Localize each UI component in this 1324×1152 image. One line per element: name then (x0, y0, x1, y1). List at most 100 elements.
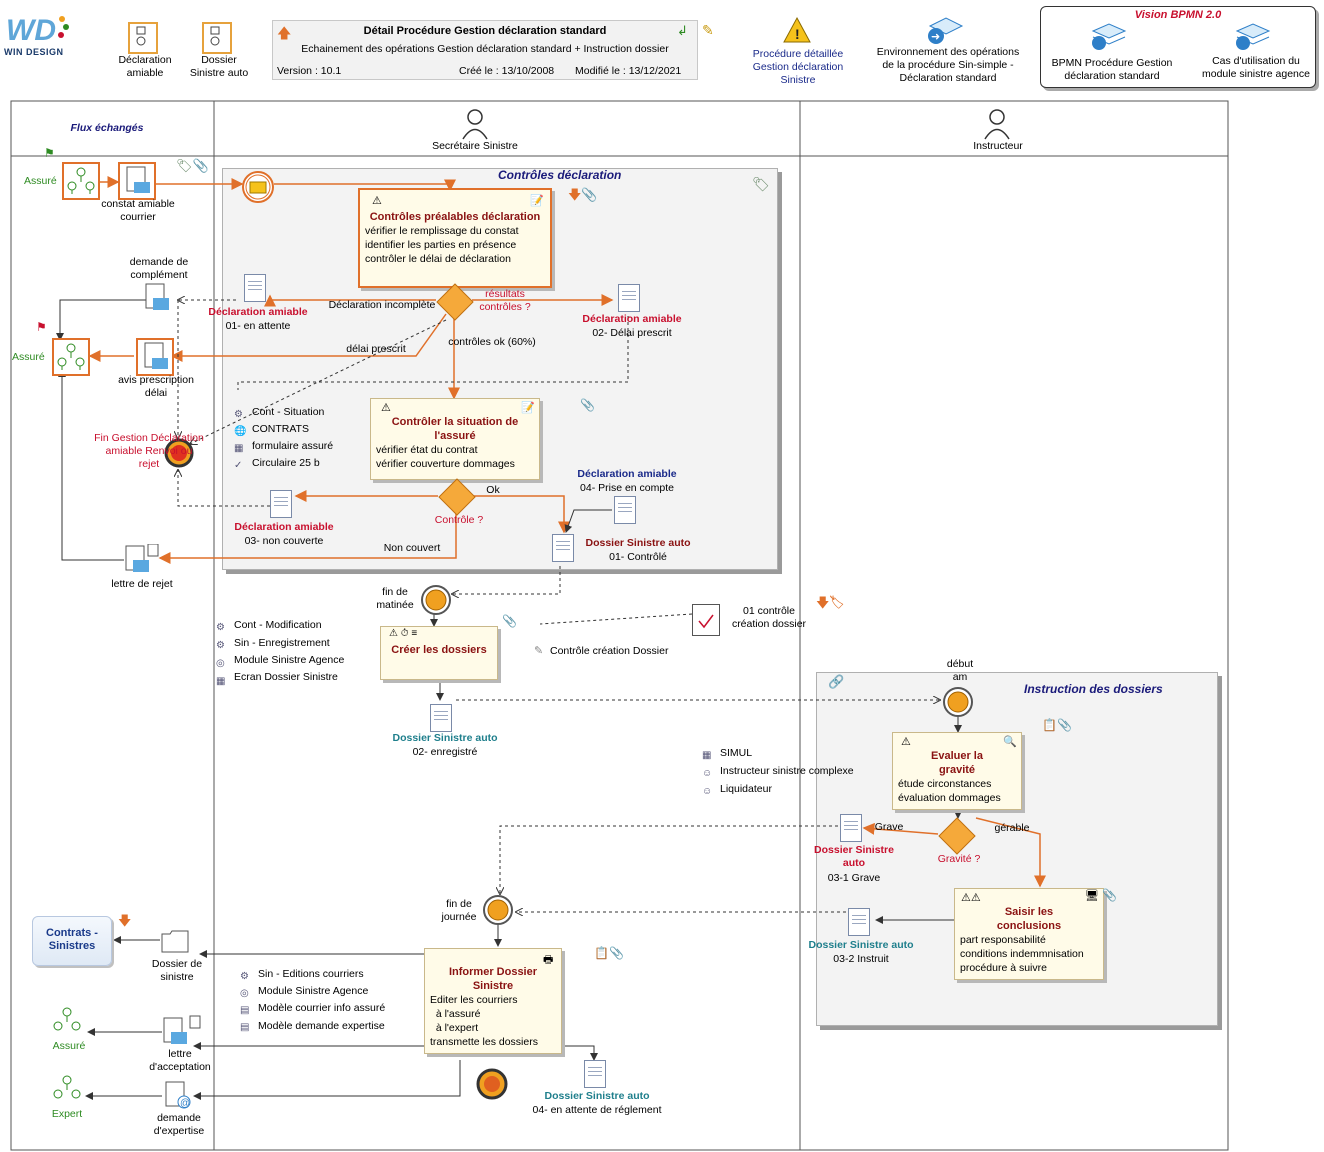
clipboard-attach-icon[interactable]: 📋📎 (594, 946, 624, 960)
doc-ds031[interactable] (840, 814, 862, 842)
demande-expertise-message[interactable]: @ (164, 1080, 194, 1112)
return-arrow-icon[interactable]: ↲ (677, 23, 688, 38)
lettre-acceptation-message[interactable] (162, 1014, 206, 1050)
lane-instructeur-title: Instructeur (973, 140, 1023, 152)
clipboard-attach-icon[interactable]: 📋📎 (1042, 718, 1072, 732)
checklist-icon[interactable]: 📝 (521, 402, 535, 414)
vision-bpmn-box: Vision BPMN 2.0 BPMN Procédure Gestion d… (1040, 6, 1316, 88)
doc-ds032[interactable] (848, 908, 870, 936)
link-declaration[interactable]: Déclaration amiable (118, 54, 172, 79)
end-flag-icon: ⚑ (36, 320, 47, 334)
link-bpmn-procedure[interactable]: BPMN Procédure Gestion déclaration stand… (1051, 57, 1173, 82)
timer-fin-journee[interactable] (482, 894, 514, 929)
ds02-state: 02- enregistré (412, 746, 478, 758)
task-creer-dossiers[interactable]: ⚠ ⏱ ≡ Créer les dossiers (380, 626, 498, 680)
doc-da02[interactable] (618, 284, 640, 312)
task-informer[interactable]: 🖶 Informer Dossier Sinistre Editer les c… (424, 948, 562, 1054)
task-controles-prealables[interactable]: ⚠ 📝 Contrôles préalables déclaration vér… (358, 188, 552, 288)
timer-fin-matinee[interactable] (420, 584, 452, 619)
doc-da03[interactable] (270, 490, 292, 518)
contrats-sinistres-label: Contrats - Sinistres (46, 927, 98, 952)
bpmn-layers-icon[interactable] (1089, 21, 1129, 54)
task-creer-title: Créer les dossiers (391, 644, 487, 656)
res-line: Modèle courrier info assuré (258, 1002, 386, 1014)
attach-icon[interactable]: 📎 (580, 398, 595, 412)
cas-layers-icon[interactable] (1233, 21, 1273, 54)
assure-3-icon[interactable] (50, 1006, 84, 1039)
timer-debut-am[interactable] (942, 686, 974, 721)
flow-grave-label: Grave (874, 821, 904, 833)
doc-ds01[interactable] (552, 534, 574, 562)
doc-da04[interactable] (614, 496, 636, 524)
assure-participant-1[interactable] (62, 162, 100, 200)
person-icon (460, 108, 490, 143)
checklist-icon[interactable]: 📝 (530, 195, 544, 207)
start-flag-icon: ⚑ (44, 146, 55, 160)
da01-name: Déclaration amiable (208, 306, 308, 318)
warning-icon[interactable]: ! (782, 16, 812, 47)
subprocess-controles-title: Contrôles déclaration (498, 168, 622, 182)
controle-01-label: 01 contrôle création dossier (731, 605, 807, 630)
task-line: contrôler le délai de déclaration (365, 253, 511, 265)
down-arrow-tag-icon[interactable]: 🡇🏷 (816, 595, 844, 610)
da03-state: 03- non couverte (244, 535, 324, 547)
pencil-icon[interactable]: ✎ (702, 22, 714, 38)
dossier-sinistre-folder-icon[interactable] (160, 928, 190, 954)
gateway-resultats[interactable] (436, 283, 474, 324)
task-line: identifier les parties en présence (365, 239, 517, 251)
declaration-artifact-icon[interactable] (128, 22, 158, 54)
message-start-event[interactable] (240, 170, 276, 207)
link-procedure-detaillee[interactable]: Procédure détaillée Gestion déclaration … (752, 48, 844, 86)
res-line: Cont - Modification (234, 619, 322, 631)
res-line: Cont - Situation (252, 406, 325, 418)
ds02-name: Dossier Sinistre auto (392, 732, 498, 744)
task-line: part responsabilité (960, 934, 1046, 946)
dossier-artifact-icon[interactable] (202, 22, 232, 54)
gateway-controle[interactable] (438, 478, 476, 519)
environment-icon[interactable]: ➜ (924, 14, 968, 49)
doc-ds02[interactable] (430, 704, 452, 732)
link-cas-utilisation[interactable]: Cas d'utilisation du module sinistre age… (1202, 55, 1310, 80)
res-line: Module Sinistre Agence (258, 985, 369, 997)
search-icon[interactable]: 🔍 (1003, 736, 1017, 748)
da01-state: 01- en attente (225, 320, 291, 332)
lettre-rejet-message[interactable] (124, 543, 160, 576)
demande-complement-message[interactable] (144, 282, 170, 312)
assure-participant-2[interactable] (52, 338, 90, 376)
avis-prescription-message[interactable] (136, 338, 174, 376)
link-dossier[interactable]: Dossier Sinistre auto (189, 54, 249, 79)
task-saisir[interactable]: ⚠⚠ 🖥 Saisir les conclusions part respons… (954, 888, 1104, 980)
link-icon[interactable]: 🔗 (828, 674, 845, 689)
end-event-fin-gestion[interactable] (164, 438, 194, 471)
down-arrow-attach-icon[interactable]: 🡇📎 (568, 187, 598, 202)
monitor-icon[interactable]: 🖥 (1085, 890, 1099, 902)
attach-icon[interactable]: 📎 (502, 614, 517, 628)
task-controler-situation[interactable]: ⚠ 📝 Contrôler la situation de l'assuré v… (370, 398, 540, 480)
link-environment[interactable]: Environnement des opérations de la procé… (876, 46, 1020, 84)
doc-ds04[interactable] (584, 1060, 606, 1088)
clipboard-icon[interactable] (692, 604, 720, 636)
task-line: conditions indemmnisation (960, 948, 1084, 960)
ds01-state: 01- Contrôlé (609, 551, 667, 563)
constat-message[interactable] (118, 162, 156, 200)
task-evaluer[interactable]: ⚠ 🔍 Evaluer la gravité étude circonstanc… (892, 732, 1022, 810)
expert-icon[interactable] (50, 1074, 84, 1107)
fin-matinee-label: fin de matinée (376, 586, 414, 611)
contrats-sinistres-store[interactable]: Contrats - Sinistres (32, 916, 112, 966)
task-line: évaluation dommages (898, 792, 1001, 804)
tag-attach-icon[interactable]: 🏷📎 (176, 158, 209, 173)
res-line: Instructeur sinistre complexe (720, 765, 854, 777)
fin-gestion-label: Fin Gestion Déclaration amiable Renvoi o… (94, 432, 204, 470)
gateway-resultats-label: résultats contrôles ? (479, 288, 531, 313)
expert-label: Expert (51, 1108, 83, 1120)
task-saisir-title: Saisir les conclusions (996, 906, 1062, 932)
attach-icon[interactable]: 📎 (1102, 888, 1117, 902)
end-event[interactable] (476, 1068, 508, 1103)
doc-da01[interactable] (244, 274, 266, 302)
printer-icon[interactable]: 🖶 (543, 954, 554, 966)
tag-icon[interactable]: 🏷 (752, 176, 770, 192)
controle-creation-label: Contrôle création Dossier (550, 645, 669, 657)
down-arrow-icon[interactable]: 🡇 (118, 913, 132, 928)
gateway-gravite[interactable] (938, 817, 976, 858)
up-arrow-icon[interactable]: 🡅 (277, 25, 292, 41)
